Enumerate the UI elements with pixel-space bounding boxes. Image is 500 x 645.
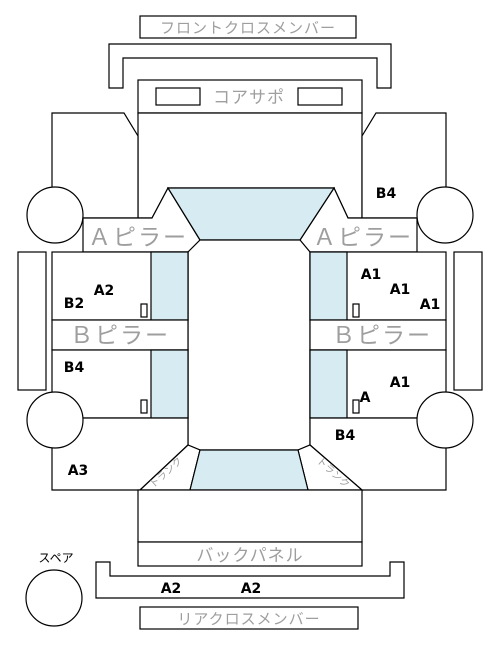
- damage-mark: A1: [390, 282, 411, 298]
- rear-left-window: [150, 349, 189, 419]
- damage-mark: B4: [376, 186, 397, 202]
- back-panel-box: [137, 541, 363, 567]
- damage-mark: B4: [64, 360, 85, 376]
- right-b-pillar-label: Ｂピラー: [332, 323, 432, 349]
- damage-mark: A3: [68, 463, 89, 479]
- left-b-pillar-label: Ｂピラー: [70, 323, 170, 349]
- damage-mark: B4: [335, 428, 356, 444]
- damage-mark: A2: [241, 581, 262, 597]
- left-rocker-panel: [17, 251, 47, 391]
- damage-mark: A2: [161, 581, 182, 597]
- rear-left-door-handle: [140, 399, 148, 414]
- roof-panel: [187, 239, 311, 451]
- front-right-wheel: [416, 186, 474, 244]
- rear-right-door-handle: [352, 399, 360, 414]
- right-rocker-panel: [453, 251, 483, 391]
- core-support-right-slot: [297, 87, 343, 106]
- left-a-pillar-label: Ａピラー: [88, 225, 188, 251]
- rear-cross-member-label: リアクロスメンバー: [177, 610, 320, 628]
- front-left-door-handle: [140, 303, 148, 318]
- front-bumper-bracket: [108, 43, 392, 89]
- front-cross-member-box: [139, 15, 357, 39]
- trunk-deck: [137, 489, 363, 543]
- front-right-door-handle: [352, 303, 360, 318]
- rear-right-window: [309, 349, 348, 419]
- front-left-window: [150, 251, 189, 321]
- front-left-wheel: [26, 186, 84, 244]
- damage-mark: A2: [94, 283, 115, 299]
- damage-mark: A1: [390, 375, 411, 391]
- front-right-window: [309, 251, 348, 321]
- rear-bumper-bracket: [95, 561, 405, 599]
- spare-tire: [25, 569, 83, 627]
- right-a-pillar-label: Ａピラー: [313, 225, 413, 251]
- core-support-left-slot: [155, 87, 201, 106]
- damage-mark: A1: [420, 297, 441, 313]
- damage-mark: B2: [64, 296, 84, 312]
- rear-left-wheel: [26, 391, 84, 449]
- back-panel-label: バックパネル: [196, 546, 303, 566]
- spare-tire-label: スペア: [38, 551, 73, 565]
- rear-cross-member-box: [139, 606, 359, 630]
- core-support-label: コアサポ: [213, 88, 285, 108]
- left-b-pillar: [51, 319, 189, 351]
- damage-mark: A: [360, 390, 371, 406]
- rear-right-wheel: [416, 391, 474, 449]
- damage-mark: A1: [361, 267, 382, 283]
- rear-window: [189, 449, 309, 491]
- front-cross-member-label: フロントクロスメンバー: [160, 19, 336, 37]
